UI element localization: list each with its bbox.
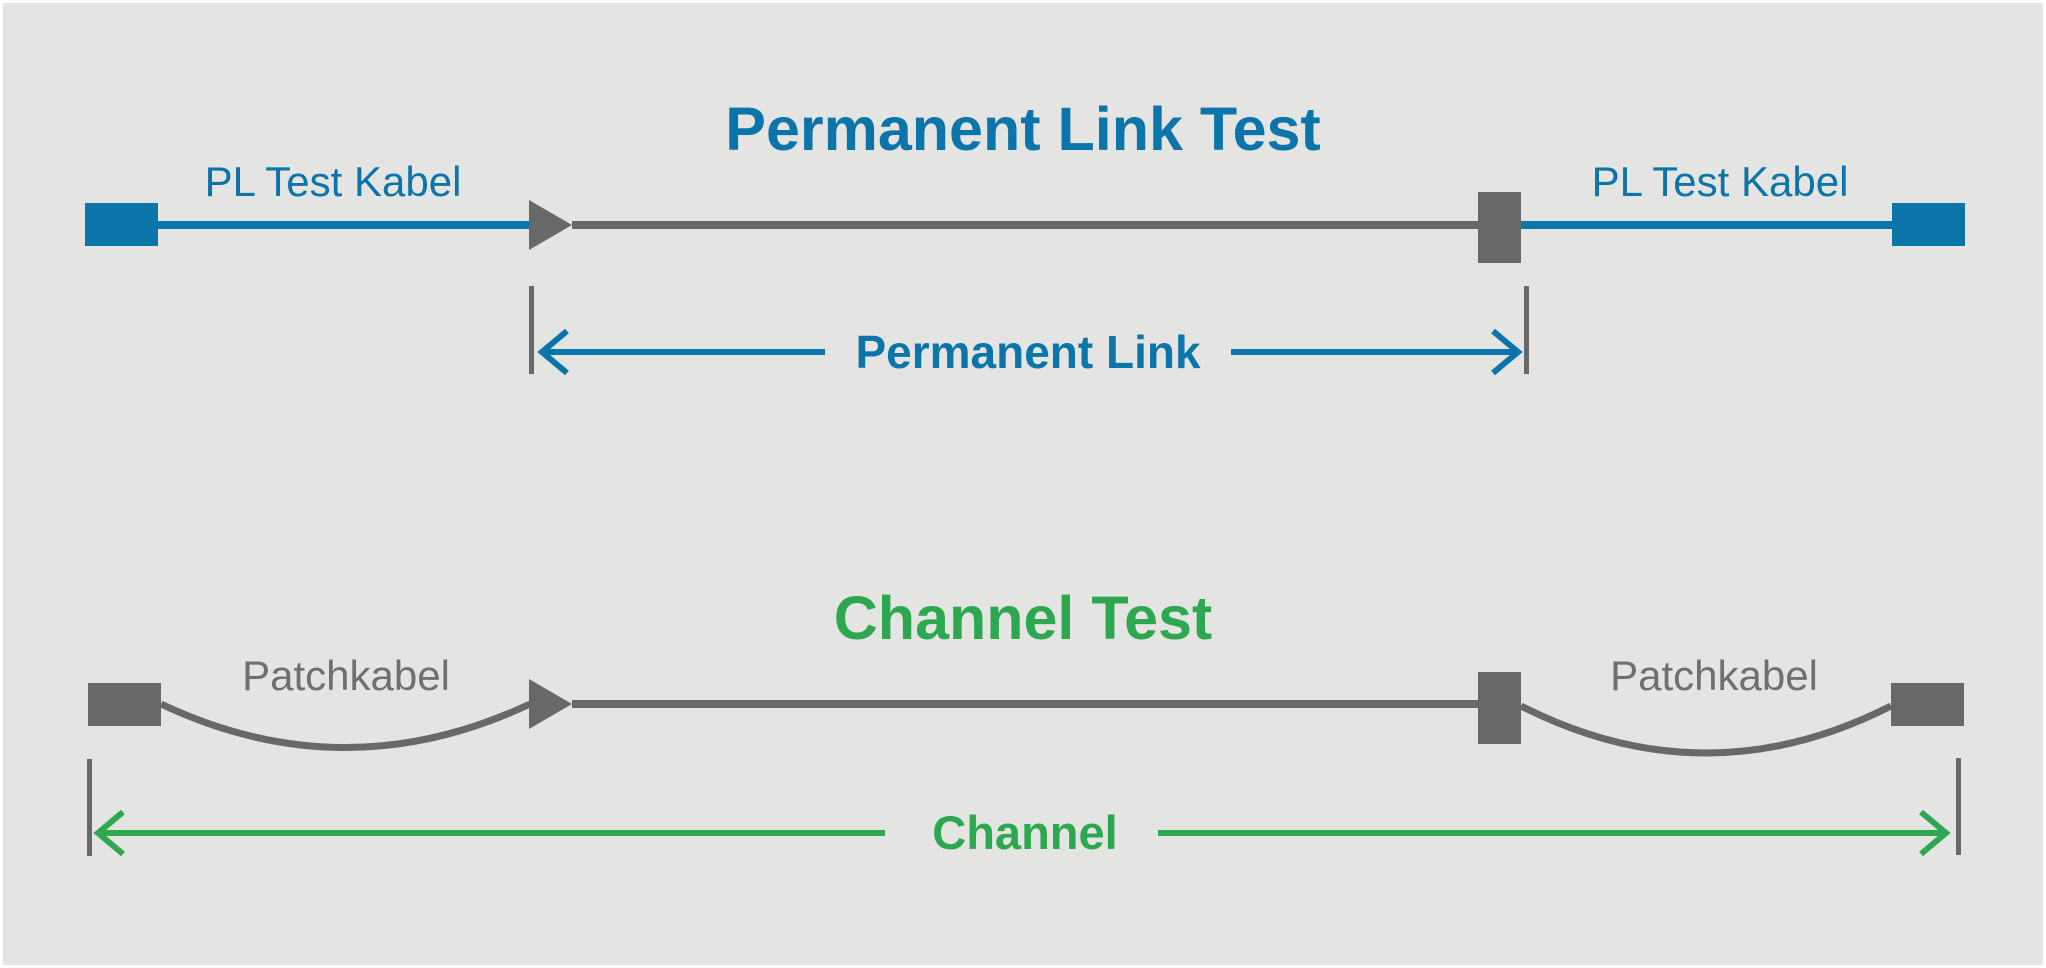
tester-block-left-icon: [85, 203, 158, 246]
channel-dimension-tick-right: [1956, 758, 1961, 855]
plug-triangle-bottom-icon: [529, 679, 572, 729]
patch-cable-right-label: Patchkabel: [1610, 652, 1818, 699]
channel-title: Channel Test: [833, 584, 1213, 652]
patch-cable-left-label: Patchkabel: [242, 652, 450, 699]
pl-test-cable-right-line: [1521, 221, 1892, 229]
tester-block-right-icon: [1892, 203, 1965, 246]
pl-dimension-arrow-left-icon: [537, 328, 825, 376]
patch-cable-right-curve: [1519, 702, 1893, 757]
plug-triangle-left-icon: [529, 200, 572, 250]
pl-test-cable-right-label: PL Test Kabel: [1591, 158, 1849, 205]
pl-dimension-tick-right: [1524, 286, 1529, 374]
outlet-jack-bottom-icon: [1478, 672, 1521, 744]
outlet-jack-icon: [1478, 192, 1521, 263]
permanent-link-span-label: Permanent Link: [855, 326, 1201, 378]
patch-cable-left-curve: [159, 700, 532, 751]
installed-cable-line-bottom: [572, 700, 1478, 708]
permanent-link-title: Permanent Link Test: [725, 95, 1321, 163]
channel-device-right-icon: [1891, 683, 1964, 726]
channel-dimension-arrow-left-icon: [93, 809, 885, 857]
channel-device-left-icon: [88, 683, 161, 726]
channel-dimension-tick-left: [87, 759, 92, 856]
channel-span-label: Channel: [932, 806, 1118, 859]
pl-test-cable-left-line: [158, 221, 531, 229]
diagram-background: Permanent Link Test PL Test Kabel PL Tes…: [3, 3, 2043, 965]
pl-dimension-tick-left: [529, 286, 534, 374]
pl-test-cable-left-label: PL Test Kabel: [204, 158, 462, 205]
installed-cable-line: [572, 221, 1478, 229]
channel-dimension-arrow-right-icon: [1158, 809, 1951, 857]
pl-dimension-arrow-right-icon: [1231, 328, 1523, 376]
